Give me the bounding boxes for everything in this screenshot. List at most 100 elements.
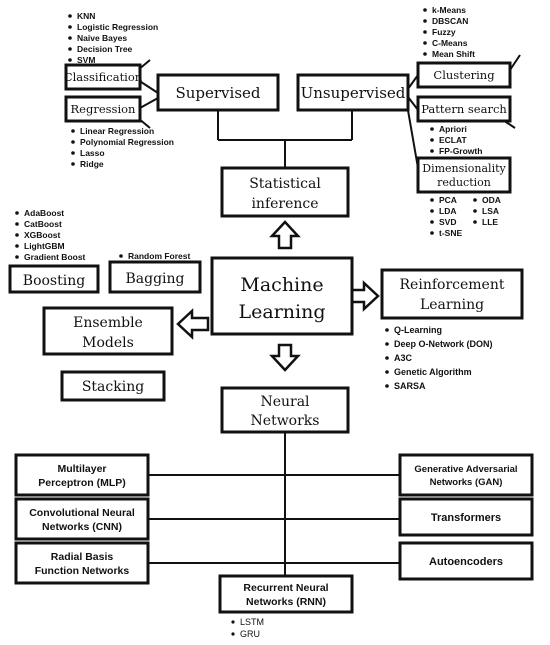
cnn-label-2: Networks (CNN) (42, 521, 122, 533)
list-item: LDA (439, 206, 456, 216)
arrows (176, 220, 380, 372)
supervised-label: Supervised (175, 84, 260, 102)
list-item: DBSCAN (432, 16, 468, 26)
list-item: SVD (439, 217, 456, 227)
regression-label: Regression (71, 102, 137, 116)
list-item: Mean Shift (432, 49, 475, 59)
boosting-label: Boosting (23, 273, 85, 289)
list-item: LSTM (240, 617, 264, 627)
statistical-label-2: inference (251, 196, 318, 212)
list-item: Deep O-Network (DON) (394, 339, 493, 349)
dimensionality-box (416, 156, 512, 194)
list-item: SARSA (394, 381, 426, 391)
rnn-list: LSTM GRU (231, 617, 264, 639)
list-item: Logistic Regression (77, 22, 158, 32)
list-item: C-Means (432, 38, 468, 48)
ensemble-label: Ensemble (73, 315, 143, 331)
boosting-list: AdaBoost CatBoost XGBoost LightGBM Gradi… (15, 208, 86, 262)
list-item: Apriori (439, 124, 467, 134)
transformers-label: Transformers (431, 512, 501, 524)
list-item: GRU (240, 629, 260, 639)
rbf-label-2: Function Networks (35, 565, 130, 577)
dimensionality-list: PCA LDA SVD t-SNE ODA LSA LLE (430, 195, 501, 238)
pattern-search-list: Apriori ECLAT FP-Growth (430, 124, 482, 156)
clustering-box (416, 61, 512, 89)
rnn-label-2: Networks (RNN) (246, 596, 326, 608)
gan-label-2: Networks (GAN) (430, 477, 503, 488)
reinforcement-box (380, 268, 524, 320)
stacking-box (60, 370, 166, 402)
list-item: t-SNE (439, 228, 462, 238)
arrow-right-icon (350, 280, 380, 312)
boxes (8, 61, 534, 614)
ensemble-box (42, 306, 174, 356)
list-item: Decision Tree (77, 44, 133, 54)
reinforcement-list: Q-Learning Deep O-Network (DON) A3C Gene… (385, 325, 493, 391)
list-item: SVM (77, 55, 95, 65)
list-item: k-Means (432, 5, 466, 15)
rnn-label: Recurrent Neural (243, 582, 328, 594)
regression-list: Linear Regression Polynomial Regression … (71, 126, 174, 169)
mlp-box (14, 453, 150, 497)
neural-networks-box (220, 386, 350, 434)
cnn-label: Convolutional Neural (29, 507, 135, 519)
mlp-label-2: Perceptron (MLP) (38, 477, 126, 489)
boosting-box (8, 264, 100, 294)
list-item: A3C (394, 353, 413, 363)
clustering-list: k-Means DBSCAN Fuzzy C-Means Mean Shift (423, 5, 475, 59)
neural-label: Neural (260, 394, 310, 410)
bagging-box (108, 260, 202, 294)
statistical-inference-box (220, 166, 350, 218)
list-item: Ridge (80, 159, 104, 169)
list-item: ECLAT (439, 135, 468, 145)
classification-box (64, 63, 142, 91)
list-item: LLE (482, 217, 498, 227)
dimensionality-label-2: reduction (437, 176, 491, 189)
box-labels: Classification Regression Supervised Uns… (23, 68, 518, 608)
rbf-box (14, 541, 150, 585)
list-item: Q-Learning (394, 325, 442, 335)
list-item: ODA (482, 195, 501, 205)
list-item: AdaBoost (24, 208, 64, 218)
rnn-box (218, 574, 354, 614)
list-item: FP-Growth (439, 146, 482, 156)
machine-learning-label-2: Learning (239, 301, 326, 323)
list-item: Fuzzy (432, 27, 456, 37)
gan-label: Generative Adversarial (414, 464, 517, 475)
transformers-box (398, 497, 534, 537)
list-item: Genetic Algorithm (394, 367, 472, 377)
list-item: Polynomial Regression (80, 137, 174, 147)
unsupervised-label: Unsupervised (301, 84, 406, 102)
dimensionality-label: Dimensionality (422, 162, 506, 175)
classification-list: KNN Logistic Regression Naive Bayes Deci… (68, 11, 158, 65)
reinforcement-label: Reinforcement (400, 277, 505, 293)
list-item: Linear Regression (80, 126, 154, 136)
list-item: CatBoost (24, 219, 62, 229)
list-item: LightGBM (24, 241, 65, 251)
mlp-label: Multilayer (57, 463, 106, 475)
arrow-down-icon (269, 343, 301, 372)
list-item: Gradient Boost (24, 252, 86, 262)
machine-learning-label: Machine (240, 274, 323, 296)
supervised-box (156, 73, 280, 112)
arrow-left-icon (176, 308, 210, 340)
stacking-label: Stacking (82, 379, 144, 395)
list-item: XGBoost (24, 230, 61, 240)
neural-label-2: Networks (251, 413, 320, 429)
pattern-search-label: Pattern search (421, 102, 507, 116)
machine-learning-box (210, 256, 354, 336)
list-item: Lasso (80, 148, 105, 158)
reinforcement-label-2: Learning (420, 297, 484, 313)
statistical-label: Statistical (249, 176, 321, 192)
list-item: Random Forest (128, 251, 191, 261)
list-item: Naive Bayes (77, 33, 127, 43)
bagging-list: Random Forest (119, 251, 191, 261)
autoencoders-label: Autoencoders (429, 556, 503, 568)
cnn-box (14, 497, 150, 541)
ensemble-label-2: Models (82, 335, 134, 351)
list-item: PCA (439, 195, 457, 205)
clustering-label: Clustering (433, 68, 495, 82)
regression-box (64, 95, 142, 123)
arrow-up-icon (269, 220, 301, 250)
